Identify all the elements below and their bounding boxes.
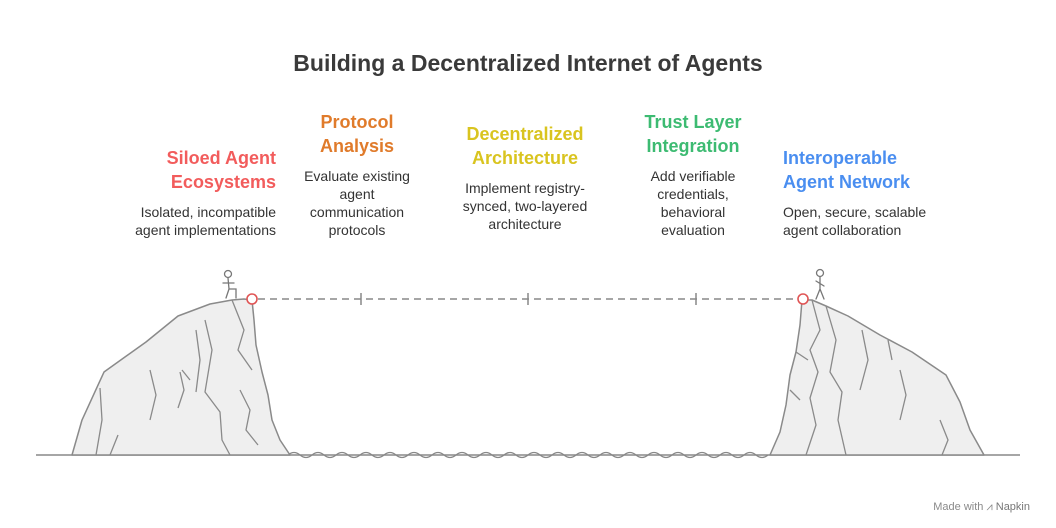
stage-interoperable-agent-network: Interoperable Agent Network Open, secure…	[783, 146, 973, 239]
napkin-logo-icon: ⩘	[986, 501, 993, 513]
stage-siloed-agent-ecosystems: Siloed Agent Ecosystems Isolated, incomp…	[86, 146, 276, 239]
stage-heading: Trust Layer Integration	[598, 110, 788, 158]
diagram-title: Building a Decentralized Internet of Age…	[293, 50, 763, 76]
stage-description-line: architecture	[488, 216, 562, 232]
stage-description: Add verifiable credentials, behavioral e…	[598, 167, 788, 239]
stage-heading-line: Protocol	[320, 112, 394, 132]
stage-protocol-analysis: Protocol Analysis Evaluate existing agen…	[262, 110, 452, 239]
stage-description-line: protocols	[328, 222, 386, 238]
stage-description-line: agent	[339, 186, 375, 202]
stage-heading-line: Architecture	[471, 148, 579, 168]
stage-heading-line: Integration	[646, 136, 740, 156]
stage-heading-line: Interoperable	[783, 148, 898, 168]
stage-description: Isolated, incompatible agent implementat…	[86, 203, 276, 239]
stage-description-line: evaluation	[661, 222, 725, 238]
stage-heading-line: Siloed Agent	[166, 148, 276, 168]
footer-watermark: Made with ⩘ Napkin	[933, 501, 1030, 514]
start-anchor	[246, 293, 258, 305]
left-cliff	[71, 298, 291, 456]
stage-description: Implement registry- synced, two-layered …	[430, 179, 620, 233]
stage-heading: Interoperable Agent Network	[783, 146, 973, 194]
stage-trust-layer-integration: Trust Layer Integration Add verifiable c…	[598, 110, 788, 239]
stage-description-line: agent collaboration	[783, 222, 902, 238]
stage-description-line: agent implementations	[135, 222, 276, 238]
footer-brand: Napkin	[995, 501, 1030, 513]
stage-description-line: behavioral	[660, 204, 726, 220]
stage-heading: Decentralized Architecture	[430, 122, 620, 170]
stage-heading: Protocol Analysis	[262, 110, 452, 158]
stage-description-line: Add verifiable	[650, 168, 736, 184]
stage-decentralized-architecture: Decentralized Architecture Implement reg…	[430, 122, 620, 233]
stage-heading: Siloed Agent Ecosystems	[86, 146, 276, 194]
stage-heading-line: Agent Network	[783, 172, 911, 192]
stage-description-line: Open, secure, scalable	[783, 204, 927, 220]
stage-description-line: Evaluate existing	[304, 168, 410, 184]
stage-heading-line: Analysis	[319, 136, 395, 156]
water-waves	[287, 451, 769, 459]
end-anchor	[797, 293, 809, 305]
stage-heading-line: Ecosystems	[170, 172, 276, 192]
right-cliff	[769, 299, 985, 456]
stage-description-line: Isolated, incompatible	[140, 204, 276, 220]
person-standing-icon	[815, 268, 825, 300]
person-sitting-icon	[222, 269, 237, 299]
stage-description-line: communication	[309, 204, 405, 220]
stage-description: Evaluate existing agent communication pr…	[262, 167, 452, 239]
stage-heading-line: Trust Layer	[644, 112, 742, 132]
stage-description: Open, secure, scalable agent collaborati…	[783, 203, 973, 239]
footer-made-with: Made with	[933, 501, 984, 513]
stage-description-line: synced, two-layered	[462, 198, 588, 214]
stage-description-line: credentials,	[657, 186, 729, 202]
stage-heading-line: Decentralized	[466, 124, 584, 144]
stage-description-line: Implement registry-	[465, 180, 585, 196]
